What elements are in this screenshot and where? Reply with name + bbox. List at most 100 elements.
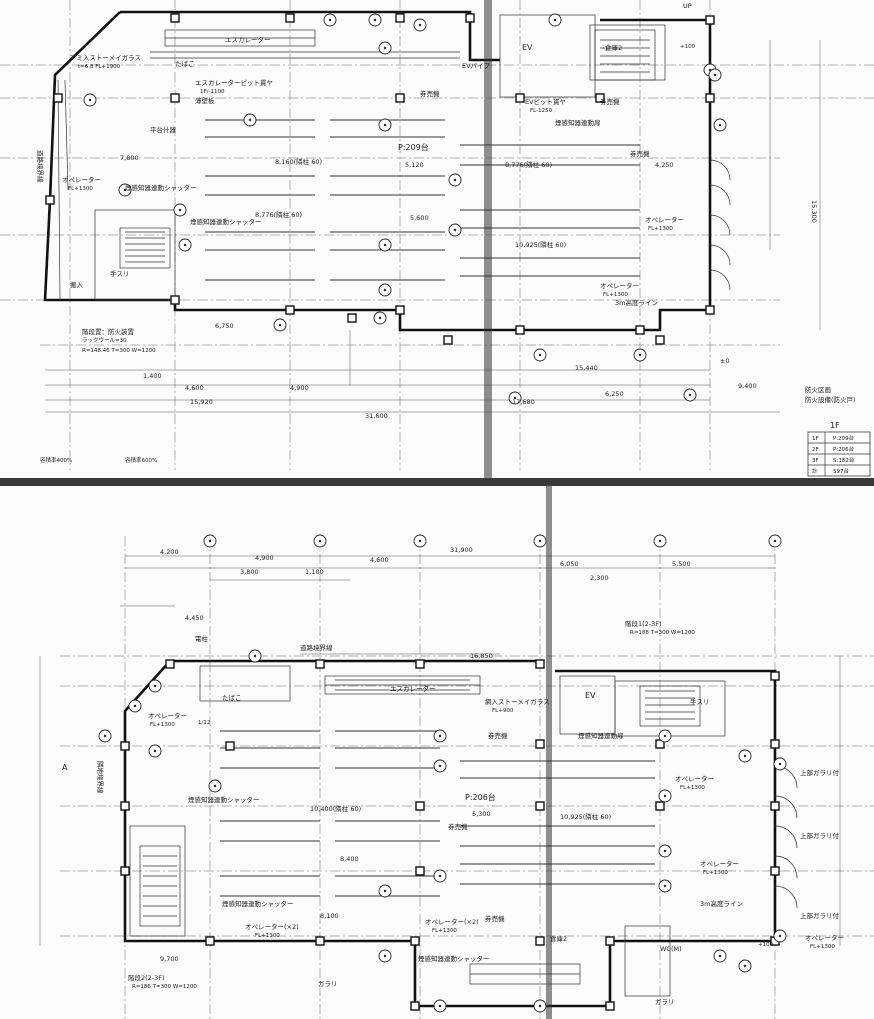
column-21 [770, 739, 780, 749]
grid-marker-dot-16 [278, 323, 282, 327]
column-8 [120, 866, 130, 876]
parking-count-table: 1F P:209台 2F P:206台 3F S:182台 計 597台 [807, 431, 871, 477]
stairs [119, 29, 656, 269]
grid-marker-dot-13 [438, 764, 442, 768]
label-dim-17680: 17,680 [512, 398, 535, 406]
column-18 [655, 801, 665, 811]
dimension-lines [45, 40, 821, 413]
label-road: 道路境界線 [300, 643, 333, 652]
label-plus100: +100 [680, 44, 696, 50]
grid-marker-dot-18 [438, 874, 442, 878]
door-swings [709, 159, 731, 291]
column-17 [705, 305, 715, 315]
grid-marker-dot-19 [513, 396, 517, 400]
label-ticket3: 券売機 [630, 149, 650, 158]
column-8 [395, 93, 405, 103]
column-6 [120, 741, 130, 751]
label-opera3-sub: FL+1300 [703, 870, 728, 876]
grid-marker-dot-4 [553, 18, 557, 22]
grid-marker-dot-26 [438, 1004, 442, 1008]
grid-lines [0, 0, 874, 470]
label-shutter3: 煙感知器連動シャッター [418, 954, 490, 963]
grid-marker-dot-5 [658, 539, 662, 543]
label-dim-4450: 4,450 [185, 614, 204, 622]
grid-marker-dot-11 [183, 243, 187, 247]
column-24 [225, 741, 235, 751]
label-escalator-pit: エスカレーターピット貫ヤ [195, 78, 273, 87]
label-p-count: P:209台 [398, 142, 429, 152]
grid-marker-dot-16 [663, 849, 667, 853]
grid-marker-dot-28 [213, 784, 217, 788]
label-dim-4900: 4,900 [290, 384, 309, 392]
grid-marker-dot-24 [718, 954, 722, 958]
label-dim-6050: 6,050 [560, 560, 579, 568]
label-opera1: オペレーター [148, 711, 187, 720]
grid-marker-dot-23 [88, 98, 92, 102]
label-aluminum-sub: t=6.8 FL+1900 [78, 64, 121, 70]
label-stair-sub: ラックウール=30 [82, 336, 127, 344]
label-dim-15920: 15,920 [190, 398, 213, 406]
grid-marker-dot-7 [153, 684, 157, 688]
column-19 [415, 801, 425, 811]
grid-marker-dot-17 [378, 316, 382, 320]
column-15 [535, 739, 545, 749]
label-shutter1: 煙感知器連動シャッター [125, 183, 197, 192]
column-13 [605, 936, 615, 946]
label-ev: EV [585, 691, 596, 700]
labels: 電柱 道路境界線 エスカレーター 網入ストーメイガラス FL+900 EV 手ス… [62, 546, 844, 1006]
table-count-3: S:182台 [833, 456, 855, 464]
grid-marker-dot-19 [383, 889, 387, 893]
column-3 [395, 13, 405, 23]
column-13 [285, 305, 295, 315]
label-opera6-sub: FL+1300 [810, 944, 835, 950]
label-dim-3800: 3,800 [240, 568, 259, 576]
column-21 [45, 195, 55, 205]
label-gallery: ガラリ [318, 979, 338, 988]
column-11 [705, 93, 715, 103]
table-floor-3: 3F [812, 458, 819, 464]
label-opera3-sub: FL+1300 [603, 292, 628, 298]
label-tabako: たばこ [175, 59, 195, 68]
label-stair2: 階段2(2-3F) [128, 973, 165, 982]
label-dim-8160: 8,160(隣柱 60) [275, 157, 322, 166]
grid-marker-dot-22 [778, 762, 782, 766]
label-entrance: 搬入 [70, 280, 84, 289]
stairs [139, 685, 701, 927]
label-dim-6250: 6,250 [605, 390, 624, 398]
grid-marker-dot-14 [663, 734, 667, 738]
label-wall-note: 薄壁板 [195, 96, 215, 105]
grid-markers [98, 534, 787, 1013]
scan-seam [484, 0, 492, 478]
label-road: 道路境界線 [36, 150, 45, 183]
grid-marker-dot-23 [778, 934, 782, 938]
table-count-4: 597台 [833, 467, 849, 475]
column-12 [170, 295, 180, 305]
grid-markers [83, 13, 727, 405]
label-dim-15440: 15,440 [575, 364, 598, 372]
parking-stalls [220, 730, 655, 897]
grid-marker-dot-20 [453, 228, 457, 232]
table-floor-2: 2F [812, 447, 819, 453]
grid-marker-dot-9 [153, 749, 157, 753]
label-slope: 1/12 [198, 720, 210, 726]
grid-marker-dot-12 [383, 243, 387, 247]
escalator [324, 675, 581, 985]
label-table: 平台什器 [150, 125, 177, 134]
label-opera2: オペレーター [675, 774, 714, 783]
grid-lines [60, 536, 874, 1019]
column-25 [605, 1001, 615, 1011]
label-ticket1: 券売機 [420, 89, 440, 98]
column-5 [705, 15, 715, 25]
label-escalator: エスカレーター [390, 684, 436, 693]
label-stair-note: 階段置：防火装置 [82, 327, 135, 336]
grid-marker-dot-24 [123, 188, 127, 192]
floor-plan-1f: エスカレーター エスカレーターピット貫ヤ 1F/-1100 アミ入ストーメイガラ… [0, 0, 874, 478]
column-12 [535, 936, 545, 946]
label-ev-pipe: EVパイプ [462, 62, 491, 70]
grid-marker-dot-7 [248, 118, 252, 122]
label-3m-line: 3m高度ライン [700, 899, 743, 908]
grid-marker-dot-21 [453, 178, 457, 182]
label-handrail: 手スリ [690, 697, 710, 706]
grid-marker-dot-13 [383, 288, 387, 292]
grid-marker-dot-4 [538, 539, 542, 543]
